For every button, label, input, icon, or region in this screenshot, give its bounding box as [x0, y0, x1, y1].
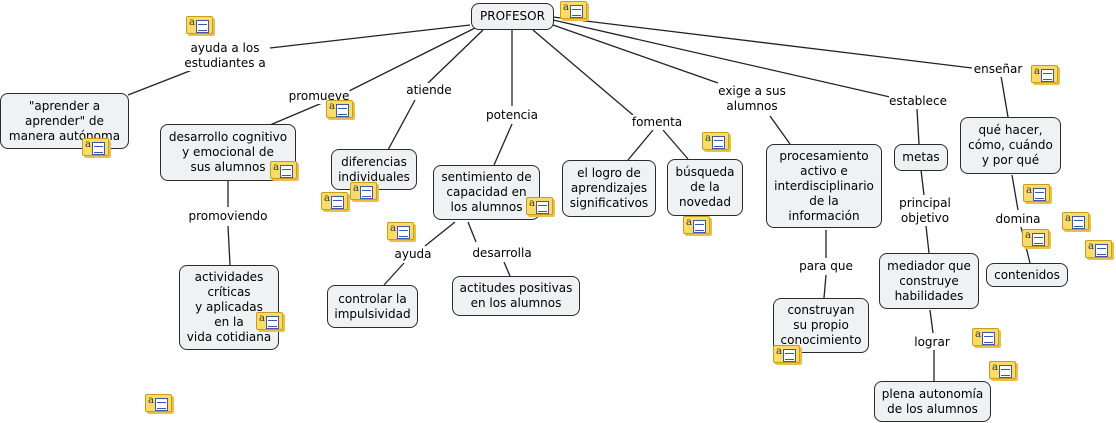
link-atiende: atiende: [406, 83, 452, 98]
link-ensenar: enseñar: [973, 62, 1023, 77]
link-lograr: lograr: [914, 335, 950, 350]
concept-que-hacer[interactable]: qué hacer, cómo, cuándo y por qué: [960, 117, 1061, 174]
note-icon[interactable]: a: [702, 132, 729, 150]
link-fomenta: fomenta: [631, 115, 683, 130]
link-ayuda: ayuda: [394, 247, 432, 262]
link-ayuda-estudiantes: ayuda a los estudiantes a: [184, 41, 266, 71]
note-icon[interactable]: a: [321, 192, 348, 210]
concept-busqueda-novedad[interactable]: búsqueda de la novedad: [667, 159, 743, 216]
concept-contenidos[interactable]: contenidos: [986, 263, 1068, 287]
note-icon[interactable]: a: [326, 100, 353, 118]
note-icon[interactable]: a: [1023, 184, 1050, 202]
note-icon[interactable]: a: [773, 345, 800, 363]
note-icon[interactable]: a: [387, 222, 414, 240]
concept-plena-autonomia[interactable]: plena autonomía de los alumnos: [874, 381, 991, 422]
note-icon[interactable]: a: [270, 161, 297, 179]
link-exige: exige a sus alumnos: [718, 84, 786, 114]
concept-actitudes-positivas[interactable]: actitudes positivas en los alumnos: [452, 276, 580, 316]
note-icon[interactable]: a: [683, 216, 710, 234]
concept-procesamiento-activo[interactable]: procesamiento activo e interdisciplinari…: [766, 144, 882, 228]
note-icon[interactable]: a: [186, 16, 213, 34]
note-icon[interactable]: a: [82, 138, 109, 156]
concept-actividades-criticas[interactable]: actividades críticas y aplicadas en la v…: [179, 265, 279, 350]
note-icon[interactable]: a: [1031, 65, 1058, 83]
link-potencia: potencia: [486, 108, 538, 123]
link-principal-objetivo: principal objetivo: [899, 196, 951, 226]
concept-sentimiento-capacidad[interactable]: sentimiento de capacidad en los alumnos: [433, 165, 540, 220]
note-icon[interactable]: a: [560, 1, 587, 19]
note-icon[interactable]: a: [972, 328, 999, 346]
note-icon[interactable]: a: [526, 197, 553, 215]
link-domina: domina: [995, 212, 1041, 227]
concept-profesor[interactable]: PROFESOR: [471, 3, 554, 30]
link-desarrolla: desarrolla: [472, 246, 532, 261]
concept-desarrollo-cognitivo[interactable]: desarrollo cognitivo y emocional de sus …: [160, 124, 296, 181]
link-promoviendo: promoviendo: [188, 209, 268, 224]
note-icon[interactable]: a: [256, 312, 283, 330]
concept-controlar-impulsividad[interactable]: controlar la impulsividad: [327, 285, 418, 328]
note-icon[interactable]: a: [1062, 212, 1089, 230]
note-icon[interactable]: a: [1022, 229, 1049, 247]
concept-construyan-conocimiento[interactable]: construyan su propio conocimiento: [773, 298, 869, 353]
note-icon[interactable]: a: [1085, 240, 1112, 258]
note-icon[interactable]: a: [350, 182, 377, 200]
concept-metas[interactable]: metas: [894, 144, 948, 171]
concept-mediador-habilidades[interactable]: mediador que construye habilidades: [879, 253, 979, 309]
link-para-que: para que: [799, 259, 853, 274]
concept-logro-aprendizajes[interactable]: el logro de aprendizajes significativos: [562, 160, 656, 217]
note-icon[interactable]: a: [989, 361, 1016, 379]
link-establece: establece: [888, 94, 948, 109]
concept-aprender-a-aprender[interactable]: "aprender a aprender" de manera autónoma: [0, 93, 129, 149]
note-icon[interactable]: a: [145, 394, 172, 412]
